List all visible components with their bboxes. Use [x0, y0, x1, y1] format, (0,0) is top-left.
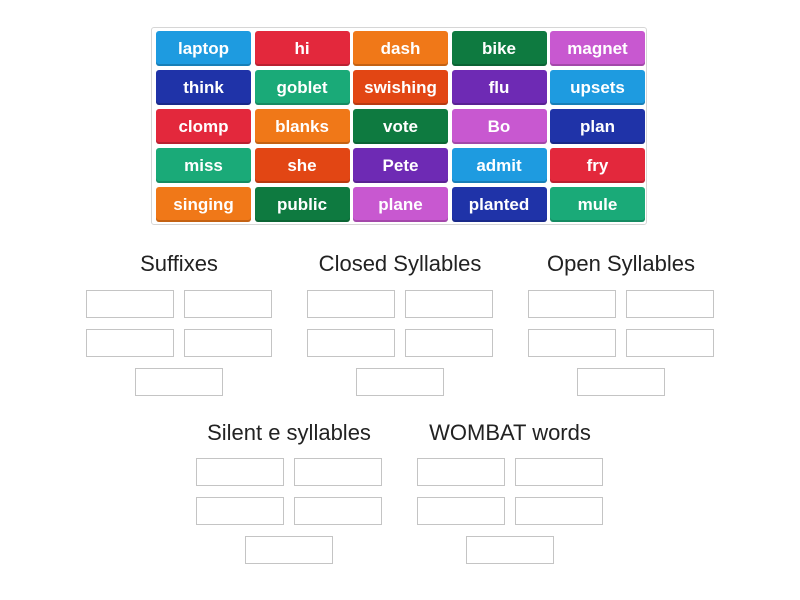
drop-slot[interactable] — [528, 329, 616, 357]
word-tile[interactable]: goblet — [254, 70, 350, 105]
word-tile[interactable]: Bo — [451, 109, 547, 144]
drop-slot[interactable] — [196, 458, 284, 486]
drop-slot[interactable] — [356, 368, 444, 396]
word-tile[interactable]: bike — [451, 31, 547, 66]
group-title: WOMBAT words — [429, 420, 591, 445]
drop-slot[interactable] — [405, 290, 493, 318]
word-tile[interactable]: singing — [156, 187, 251, 222]
drop-slot[interactable] — [294, 458, 382, 486]
group-title: Closed Syllables — [318, 251, 482, 276]
word-tile[interactable]: admit — [451, 148, 547, 183]
drop-slot[interactable] — [184, 290, 272, 318]
word-tile[interactable]: hi — [254, 31, 350, 66]
drop-slot[interactable] — [86, 290, 174, 318]
drop-slot[interactable] — [417, 497, 505, 525]
word-tile[interactable]: Pete — [353, 148, 448, 183]
word-tile[interactable]: miss — [156, 148, 251, 183]
group-title: Open Syllables — [547, 251, 695, 276]
drop-slot[interactable] — [307, 290, 395, 318]
word-tile[interactable]: blanks — [254, 109, 350, 144]
group-title: Silent e syllables — [207, 420, 371, 445]
word-tile[interactable]: swishing — [353, 70, 448, 105]
drop-slot[interactable] — [135, 368, 223, 396]
word-tile[interactable]: vote — [353, 109, 448, 144]
word-tile[interactable]: upsets — [550, 70, 645, 105]
drop-slot[interactable] — [626, 329, 714, 357]
drop-slot[interactable] — [184, 329, 272, 357]
drop-slot[interactable] — [417, 458, 505, 486]
word-tile[interactable]: magnet — [550, 31, 645, 66]
word-tile[interactable]: planted — [451, 187, 547, 222]
drop-slot[interactable] — [86, 329, 174, 357]
drop-slot[interactable] — [626, 290, 714, 318]
drop-slot[interactable] — [515, 497, 603, 525]
drop-slot[interactable] — [294, 497, 382, 525]
word-tile[interactable]: plan — [550, 109, 645, 144]
word-tile[interactable]: think — [156, 70, 251, 105]
word-tile[interactable]: laptop — [156, 31, 251, 66]
drop-slot[interactable] — [196, 497, 284, 525]
drop-slot[interactable] — [528, 290, 616, 318]
drop-slot[interactable] — [405, 329, 493, 357]
word-tile[interactable]: public — [254, 187, 350, 222]
drop-slot[interactable] — [245, 536, 333, 564]
word-tile[interactable]: dash — [353, 31, 448, 66]
word-tile[interactable]: clomp — [156, 109, 251, 144]
word-tile[interactable]: mule — [550, 187, 645, 222]
drop-slot[interactable] — [515, 458, 603, 486]
drop-slot[interactable] — [466, 536, 554, 564]
word-tile[interactable]: plane — [353, 187, 448, 222]
word-tile[interactable]: she — [254, 148, 350, 183]
group-title: Suffixes — [140, 251, 218, 276]
drop-slot[interactable] — [577, 368, 665, 396]
word-tile[interactable]: flu — [451, 70, 547, 105]
word-tile[interactable]: fry — [550, 148, 645, 183]
drop-slot[interactable] — [307, 329, 395, 357]
